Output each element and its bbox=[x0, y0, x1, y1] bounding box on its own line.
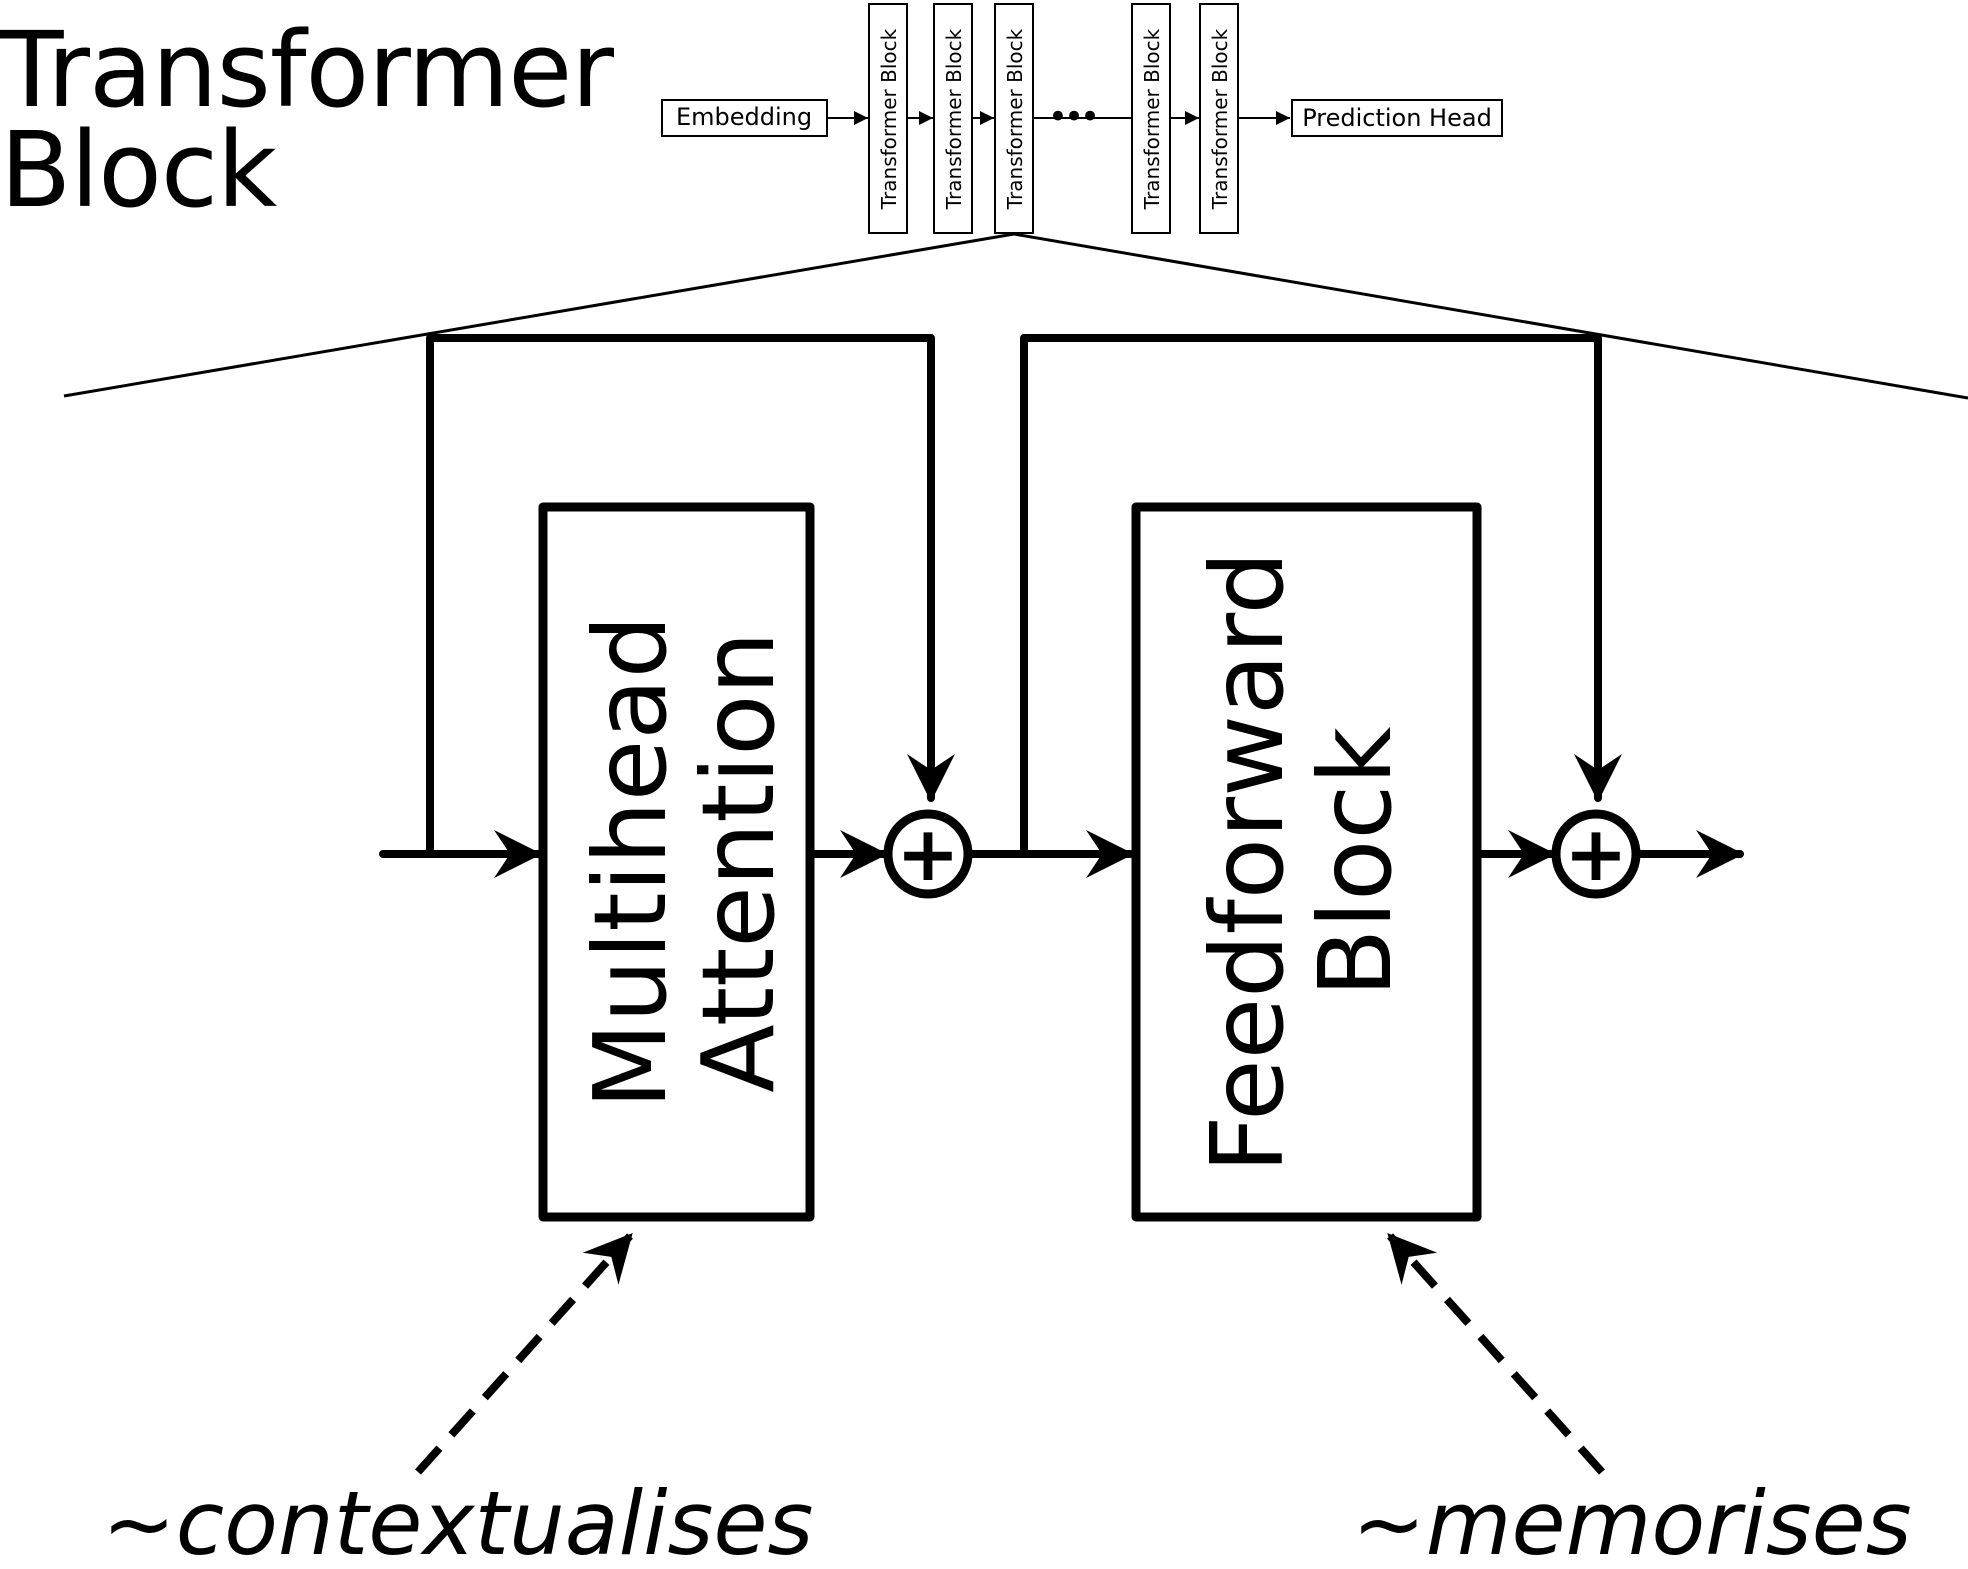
add-symbol-2: + bbox=[1564, 809, 1628, 898]
transformer-block-1 bbox=[868, 3, 908, 234]
feedforward-block-box bbox=[1131, 502, 1482, 1222]
ellipsis: ••• bbox=[1048, 97, 1096, 137]
add-symbol-1: + bbox=[896, 809, 960, 898]
prediction-head-label: Prediction Head bbox=[1302, 104, 1492, 132]
pipeline: Embedding Transformer Block Transformer … bbox=[661, 3, 1503, 234]
diagram-title: Transformer Block bbox=[0, 9, 614, 231]
transformer-block-5-label: Transformer Block bbox=[1208, 28, 1232, 210]
feedforward-label: Feedforward bbox=[1189, 551, 1306, 1173]
embedding-label: Embedding bbox=[676, 103, 812, 131]
embedding-box bbox=[661, 99, 828, 137]
transformer-block-3 bbox=[994, 3, 1034, 234]
transformer-block-4 bbox=[1131, 3, 1171, 234]
contextualises-label: ~contextualises bbox=[102, 1472, 813, 1569]
transformer-block-1-label: Transformer Block bbox=[877, 28, 901, 210]
transformer-block-4-label: Transformer Block bbox=[1140, 28, 1164, 210]
transformer-block-3-label: Transformer Block bbox=[1003, 28, 1027, 210]
transformer-block-2-label: Transformer Block bbox=[942, 28, 966, 210]
residual-connection-1 bbox=[426, 334, 955, 858]
multihead-attention-box bbox=[538, 502, 815, 1222]
block-label: Block bbox=[1297, 727, 1414, 998]
transformer-block-5 bbox=[1199, 3, 1239, 234]
residual-connection-2 bbox=[1020, 334, 1622, 858]
multihead-label: Multihead bbox=[572, 615, 689, 1109]
attention-label: Attention bbox=[680, 631, 797, 1093]
contextualises-arrow bbox=[415, 1233, 633, 1475]
prediction-head-box bbox=[1291, 99, 1503, 137]
memorises-arrow bbox=[1387, 1233, 1605, 1475]
zoom-line-right bbox=[1013, 232, 1968, 400]
memorises-label: ~memorises bbox=[1352, 1472, 1912, 1569]
expanded-block: Multihead Attention + Feedforward Block … bbox=[379, 334, 1744, 1222]
zoom-line-left bbox=[63, 232, 1015, 398]
